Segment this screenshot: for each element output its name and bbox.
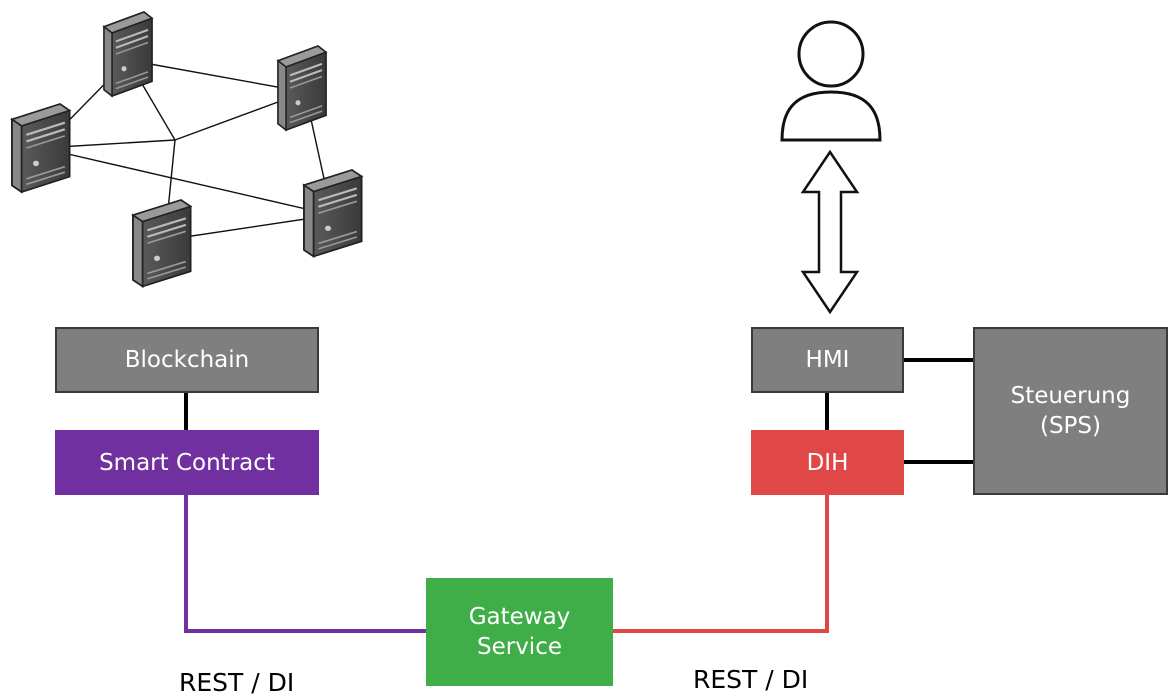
server-icon	[276, 44, 328, 132]
gateway-service-box: Gateway Service	[426, 578, 613, 686]
server-icon	[131, 198, 192, 288]
smart-contract-box: Smart Contract	[55, 430, 319, 495]
server-network-icon	[10, 10, 363, 288]
user-icon	[780, 20, 882, 142]
left-connection-label: REST / DI	[179, 668, 295, 697]
server-icon	[10, 102, 71, 194]
blockchain-label: Blockchain	[124, 347, 250, 373]
dih-box: DIH	[751, 430, 904, 495]
smart-contract-label: Smart Contract	[99, 449, 275, 476]
steuerung-label: Steuerung (SPS)	[1010, 383, 1131, 439]
hmi-box: HMI	[751, 327, 904, 393]
right-connection-label: REST / DI	[693, 665, 809, 694]
connector-smartcontract-gateway	[184, 494, 428, 633]
connector-dih-gateway	[612, 494, 829, 633]
gateway-service-label: Gateway Service	[468, 604, 571, 660]
server-icon	[102, 10, 154, 98]
blockchain-box: Blockchain	[55, 327, 319, 393]
dih-label: DIH	[806, 449, 849, 476]
double-arrow-icon	[800, 149, 860, 315]
hmi-label: HMI	[805, 347, 850, 373]
server-icon	[302, 168, 363, 258]
steuerung-box: Steuerung (SPS)	[973, 327, 1168, 495]
